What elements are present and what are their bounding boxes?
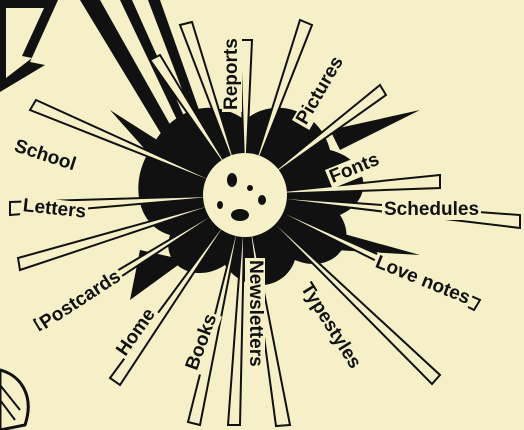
bottom-left-corner-shape (0, 370, 28, 430)
lightning-bolt-shape (0, 0, 58, 92)
center-core (203, 153, 287, 237)
label-schedules: Schedules (382, 200, 481, 220)
label-newsletters: Newsletters (245, 258, 265, 369)
label-reports: Reports (222, 36, 242, 112)
